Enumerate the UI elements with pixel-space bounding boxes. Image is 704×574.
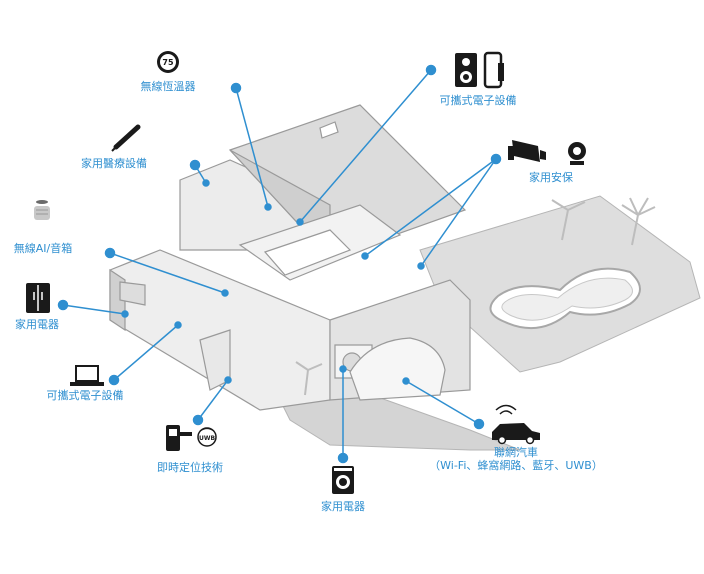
label-speaker: 無線AI/音箱 [13,242,73,255]
connected-car-icon [492,404,540,445]
webcam-icon [568,142,586,165]
house-body [109,104,471,411]
thermostat-icon: 75 [157,51,179,73]
label-portable-top: 可攜式電子設備 [439,94,517,107]
door-lock-icon [166,425,192,451]
label-positioning: 即時定位技術 [157,461,223,474]
smart-speaker-icon [34,200,50,220]
label-car-sub: （Wi-Fi、蜂窩網路、藍牙、UWB） [429,459,603,472]
connector-lines [57,64,502,464]
palm-trees [295,197,656,396]
laptop-icon [70,365,104,386]
thermometer-icon [111,124,141,152]
uwb-icon: UWB [197,427,217,447]
label-appliance-bottom: 家用電器 [321,500,365,513]
speaker-phone-icon [455,51,504,89]
label-appliance-left: 家用電器 [15,318,59,331]
washing-machine-icon [332,466,354,494]
label-thermostat: 無線恆溫器 [140,80,196,93]
thermostat-badge: 75 [162,58,174,67]
label-portable-left: 可攜式電子設備 [46,389,124,402]
uwb-badge: UWB [199,435,215,442]
label-car-title: 聯網汽車 [494,446,538,459]
cctv-icon [508,140,546,162]
refrigerator-icon [26,283,50,313]
label-security: 家用安保 [529,171,573,184]
label-medical: 家用醫療設備 [81,157,147,170]
